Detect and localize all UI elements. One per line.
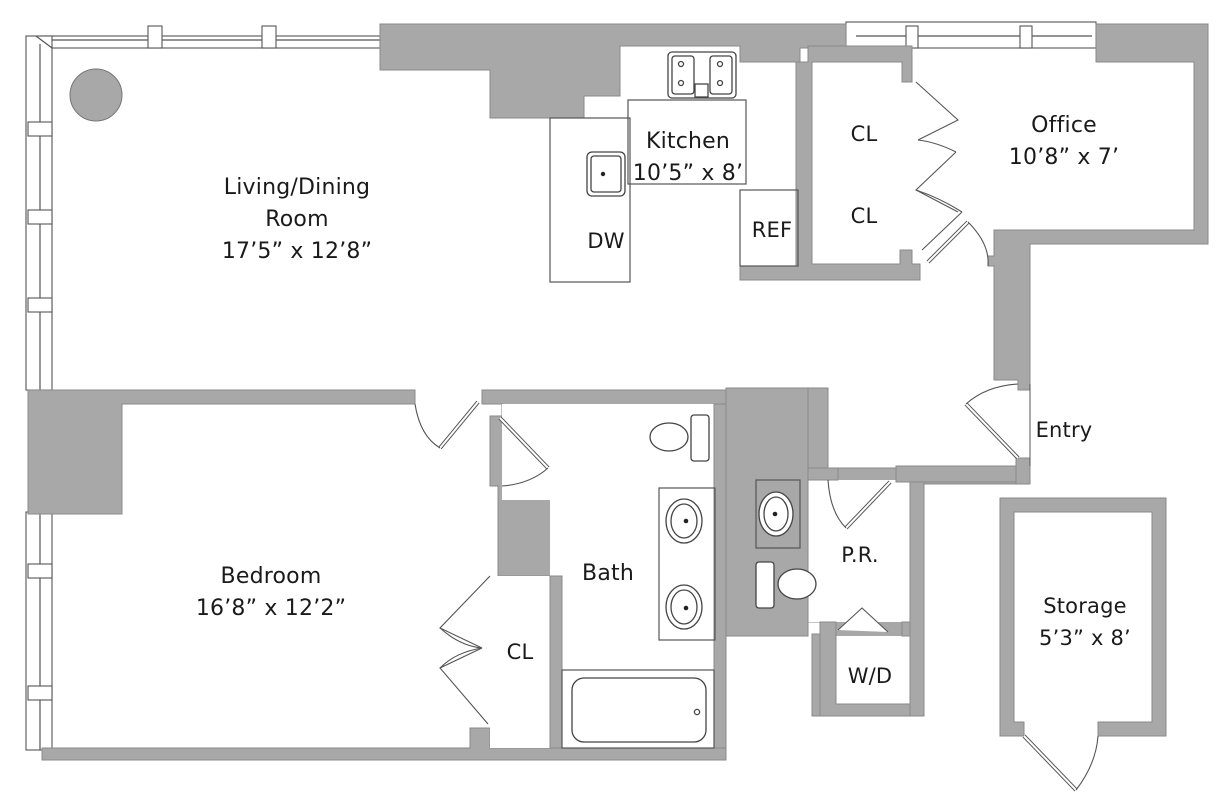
room-label-storage: Storage 5’3” x 8’ xyxy=(1039,590,1131,654)
room-name-line2: Room xyxy=(265,207,329,232)
kitchen-counter-center xyxy=(627,99,747,185)
room-name: Office xyxy=(1031,113,1097,138)
room-label-entry: Entry xyxy=(1036,414,1093,446)
pr-toilet-icon xyxy=(755,561,775,609)
window-wall-office xyxy=(845,21,1097,49)
window-wall-top-left xyxy=(39,25,381,49)
room-dimensions: 10’5” x 8’ xyxy=(632,161,744,186)
bathtub xyxy=(561,669,715,749)
wall-bath-right xyxy=(713,403,727,749)
bedroom-closet-floor xyxy=(490,576,550,748)
room-name: Kitchen xyxy=(645,129,731,154)
room-dimensions: 5’3” x 8’ xyxy=(1039,626,1131,650)
room-label-living: Living/Dining Room 17’5” x 12’8” xyxy=(222,172,372,268)
bath-vanity xyxy=(658,487,716,641)
room-name: W/D xyxy=(847,664,893,688)
closet-label-bedroom: CL xyxy=(506,640,534,664)
pr-vanity xyxy=(755,479,801,549)
room-dimensions: 16’8” x 12’2” xyxy=(195,596,347,621)
wall-pr-right xyxy=(909,479,925,717)
room-dimensions: 17’5” x 12’8” xyxy=(221,239,373,264)
wall-top-kitchen xyxy=(379,23,847,119)
room-name: Living/Dining xyxy=(223,175,371,200)
bath-toilet-icon xyxy=(649,422,689,452)
room-name: P.R. xyxy=(841,543,879,567)
room-name: Entry xyxy=(1035,418,1093,442)
room-name: Storage xyxy=(1043,594,1127,618)
wd-floor xyxy=(832,636,910,704)
room-name: Bedroom xyxy=(220,564,322,589)
wall-office-outer xyxy=(987,23,1209,391)
bath-floor xyxy=(502,404,714,748)
closet-label-office-top: CL xyxy=(850,122,878,146)
refrigerator xyxy=(739,189,799,267)
wall-closet-block xyxy=(739,45,921,281)
wall-closet-separator xyxy=(549,575,563,749)
room-label-washer-dryer: W/D xyxy=(848,660,893,692)
column-icon xyxy=(69,68,123,122)
room-label-office: Office 10’8” x 7’ xyxy=(1009,110,1119,174)
wall-wd xyxy=(819,621,911,717)
room-label-kitchen: Kitchen 10’5” x 8’ xyxy=(633,126,743,190)
room-label-powder-room: P.R. xyxy=(841,539,878,571)
room-dimensions: 10’8” x 7’ xyxy=(1008,145,1120,170)
kitchen-counter-left xyxy=(549,117,631,283)
fixture-label-dishwasher: DW xyxy=(587,229,625,253)
wall-living-bedroom xyxy=(27,389,416,515)
wall-bath-pr-column xyxy=(807,387,829,481)
window-wall-left xyxy=(25,35,53,751)
room-label-bath: Bath xyxy=(582,558,634,590)
fixture-label-refrigerator: REF xyxy=(751,218,793,242)
room-label-bedroom: Bedroom 16’8” x 12’2” xyxy=(196,561,346,625)
room-name: Bath xyxy=(582,561,634,586)
closet-label-office-bottom: CL xyxy=(850,204,878,228)
